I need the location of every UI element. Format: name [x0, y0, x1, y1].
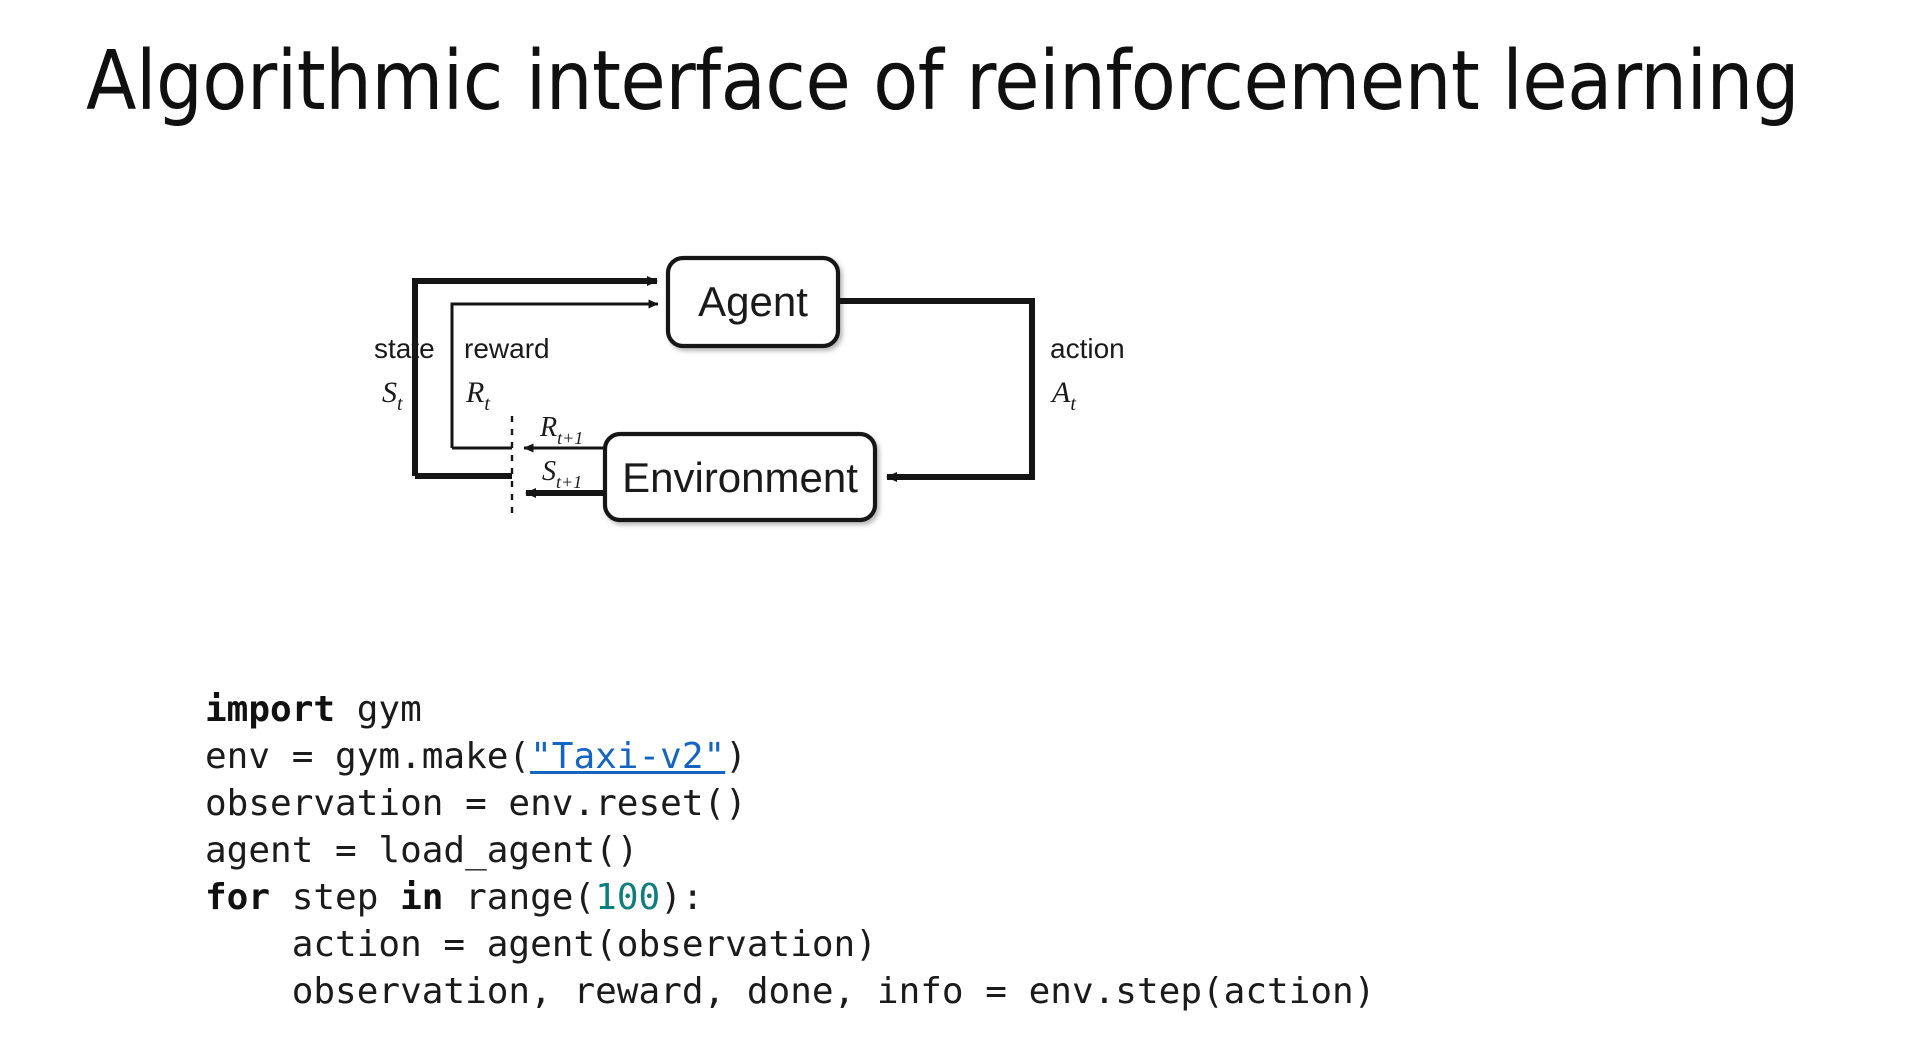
reward-symbol: Rt: [465, 376, 490, 415]
code-line: action = agent(observation): [205, 921, 1375, 968]
code-token-plain: ): [725, 736, 747, 777]
code-token-plain: gym: [335, 689, 422, 730]
code-token-link[interactable]: "Taxi-v2": [530, 736, 726, 777]
code-token-keyword: for: [205, 877, 271, 918]
state-label: state: [374, 333, 435, 364]
code-token-keyword: in: [400, 877, 444, 918]
state-edge: [412, 276, 658, 476]
environment-node: [602, 431, 878, 523]
page-title: Algorithmic interface of reinforcement l…: [86, 34, 1800, 129]
reward-label: reward: [464, 333, 550, 364]
rl-diagram-svg: Agent Environment state St: [374, 255, 1125, 523]
reward-edge: [450, 299, 659, 448]
code-token-plain: agent = load_agent(): [205, 830, 639, 871]
code-token-plain: range(: [443, 877, 596, 918]
code-token-plain: ):: [660, 877, 704, 918]
next-reward-symbol: Rt+1: [539, 412, 583, 448]
action-edge: [838, 298, 1035, 482]
agent-label: Agent: [698, 278, 808, 325]
code-line: observation, reward, done, info = env.st…: [205, 968, 1376, 1015]
code-token-plain: observation, reward, done, info = env.st…: [205, 971, 1376, 1012]
code-line: agent = load_agent(): [205, 827, 1375, 874]
state-symbol: St: [382, 376, 403, 415]
code-line: import gym: [205, 686, 1375, 733]
code-token-plain: observation = env.reset(): [205, 783, 747, 824]
code-line: observation = env.reset(): [205, 780, 1375, 827]
code-token-plain: step: [270, 877, 401, 918]
code-token-plain: action = agent(observation): [205, 924, 877, 965]
code-token-plain: env = gym.make(: [205, 736, 531, 777]
action-symbol: At: [1050, 376, 1076, 415]
code-line: env = gym.make("Taxi-v2"): [205, 733, 1375, 780]
action-label: action: [1050, 333, 1125, 364]
rl-interaction-diagram: Agent Environment state St: [360, 250, 1420, 570]
next-state-symbol: St+1: [542, 456, 582, 492]
code-line: for step in range(100):: [205, 874, 1375, 921]
environment-label: Environment: [622, 454, 858, 501]
code-token-number: 100: [595, 877, 661, 918]
code-token-keyword: import: [205, 689, 336, 730]
